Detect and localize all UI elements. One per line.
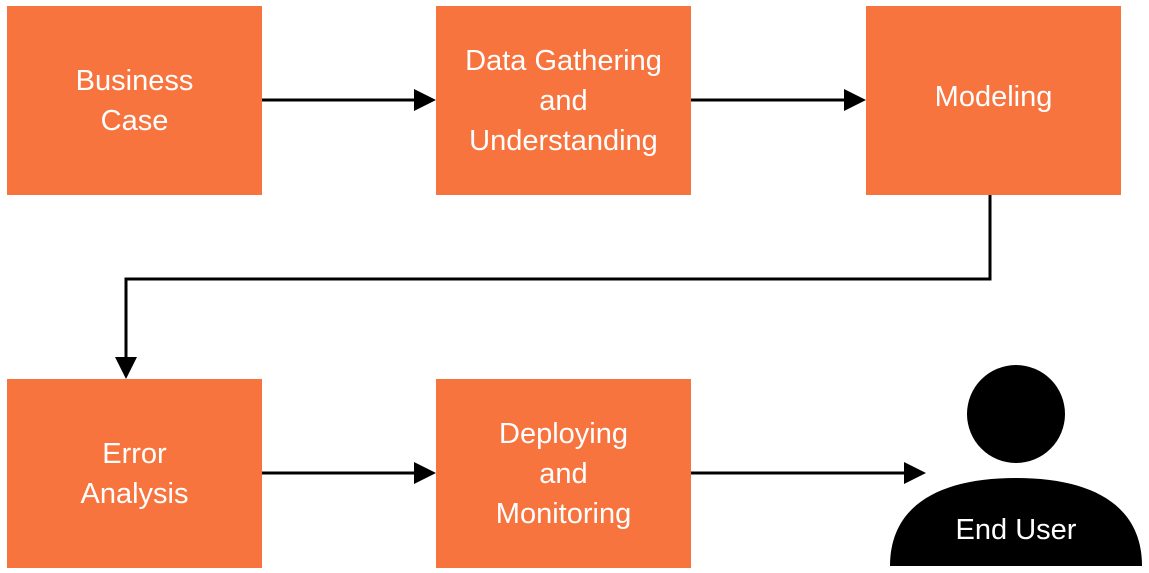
step-label: Business Case (75, 64, 194, 137)
step-deploying-monitoring: Deploying and Monitoring (436, 379, 691, 568)
end-user-label: End User (955, 514, 1077, 546)
step-error-analysis: Error Analysis (7, 379, 262, 568)
step-label: Deploying and Monitoring (495, 417, 632, 530)
arrow-deploying-to-user (691, 462, 926, 484)
arrow-business-to-data (262, 89, 436, 111)
step-modeling: Modeling (866, 6, 1121, 195)
arrow-error-to-deploying (262, 462, 436, 484)
arrow-data-to-modeling (691, 89, 866, 111)
step-label: Modeling (934, 80, 1053, 113)
step-label: Data Gathering and Understanding (465, 44, 662, 157)
arrow-modeling-to-error (115, 195, 992, 379)
step-data-gathering: Data Gathering and Understanding (436, 6, 691, 195)
step-label: Error Analysis (80, 437, 189, 510)
step-business-case: Business Case (7, 6, 262, 195)
